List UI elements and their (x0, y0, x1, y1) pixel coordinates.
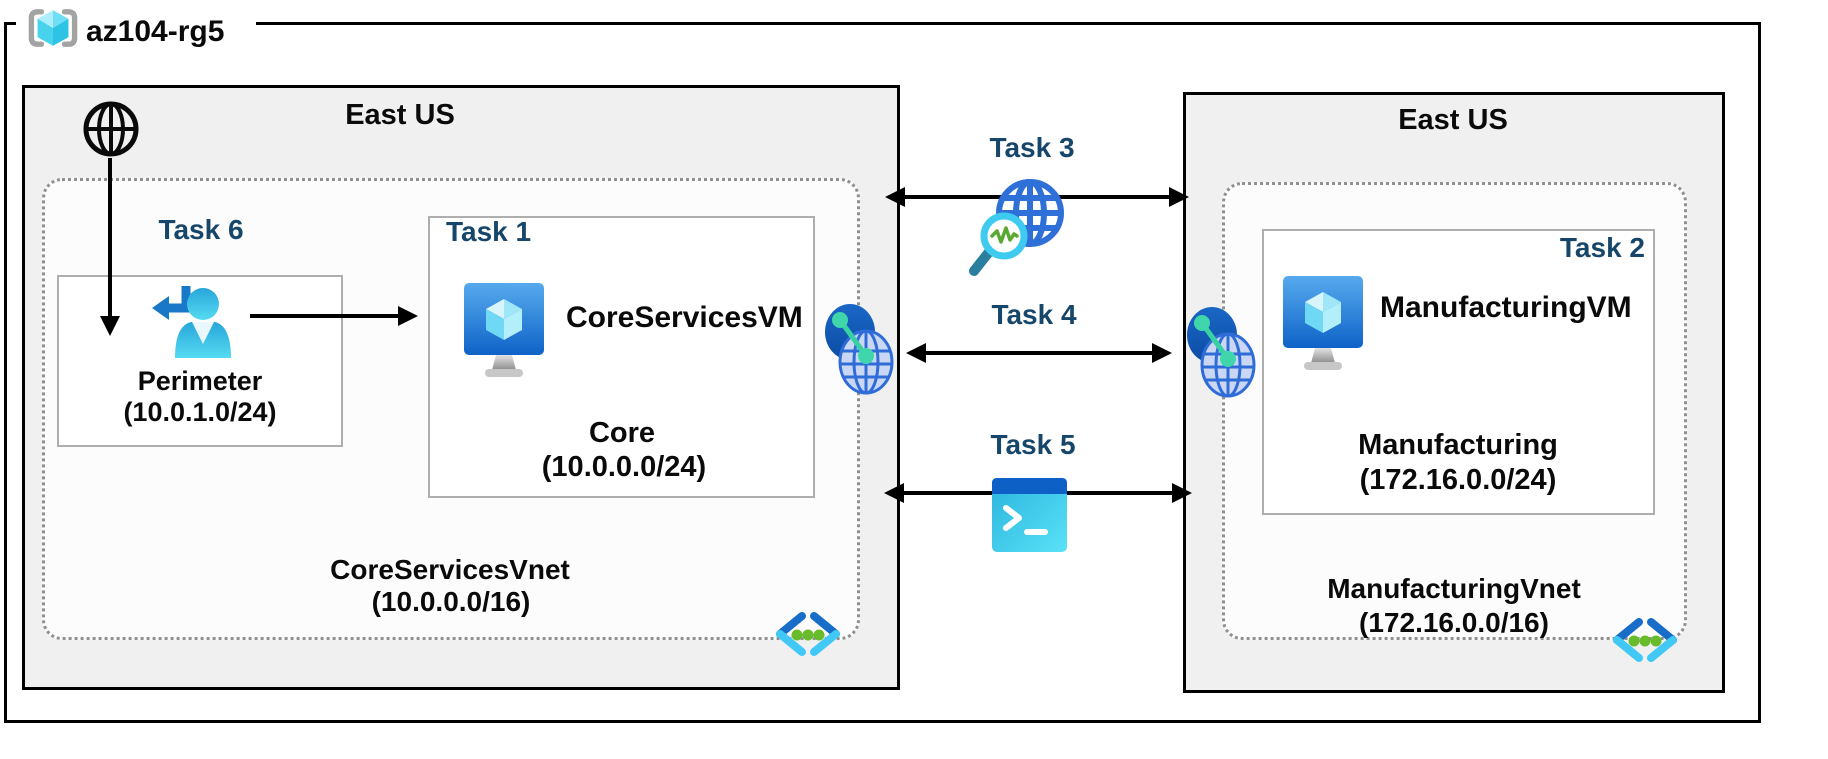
virtual-network-code-icon (1613, 618, 1677, 662)
task4-label: Task 4 (991, 299, 1077, 330)
network-interface-icon (1187, 307, 1256, 398)
task3-label: Task 3 (989, 132, 1075, 163)
region-left-title: East US (345, 99, 455, 131)
cloud-shell-icon (992, 478, 1067, 552)
virtual-network-code-icon (776, 612, 840, 656)
perimeter-subnet-label: Perimeter (137, 366, 263, 396)
vnet-left-label: CoreServicesVnet (330, 554, 570, 585)
task1-label: Task 1 (446, 216, 532, 247)
core-vm-name: CoreServicesVM (566, 301, 803, 334)
core-subnet-box (428, 216, 815, 498)
task5-label: Task 5 (990, 429, 1076, 460)
task6-label: Task 6 (158, 214, 244, 245)
manufacturing-subnet-cidr: (172.16.0.0/24) (1359, 464, 1557, 496)
manufacturing-subnet-label: Manufacturing (1358, 429, 1558, 461)
region-right-title: East US (1398, 104, 1508, 136)
vnet-right-cidr: (172.16.0.0/16) (1359, 607, 1549, 638)
vnet-left-cidr: (10.0.0.0/16) (371, 586, 531, 617)
perimeter-subnet-cidr: (10.0.1.0/24) (123, 397, 277, 427)
task4-vm-to-vm-arrow (906, 343, 1172, 363)
manufacturing-vm-name: ManufacturingVM (1380, 291, 1632, 324)
core-subnet-cidr: (10.0.0.0/24) (541, 451, 707, 483)
network-interface-icon (825, 304, 894, 395)
user-return-icon (152, 286, 231, 358)
perimeter-to-core-arrow (250, 306, 418, 326)
virtual-machine-icon (1283, 276, 1363, 370)
resource-group-border (4, 22, 1761, 723)
virtual-machine-icon (464, 283, 544, 377)
vnet-right-label: ManufacturingVnet (1327, 573, 1581, 604)
internet-to-perimeter-arrow (100, 158, 120, 336)
resource-group-label: az104-rg5 (86, 15, 225, 48)
network-watcher-icon (969, 179, 1064, 276)
task2-label: Task 2 (1559, 232, 1645, 263)
core-subnet-label: Core (588, 417, 656, 449)
resource-group-icon (28, 9, 78, 47)
internet-globe-icon (83, 101, 139, 157)
